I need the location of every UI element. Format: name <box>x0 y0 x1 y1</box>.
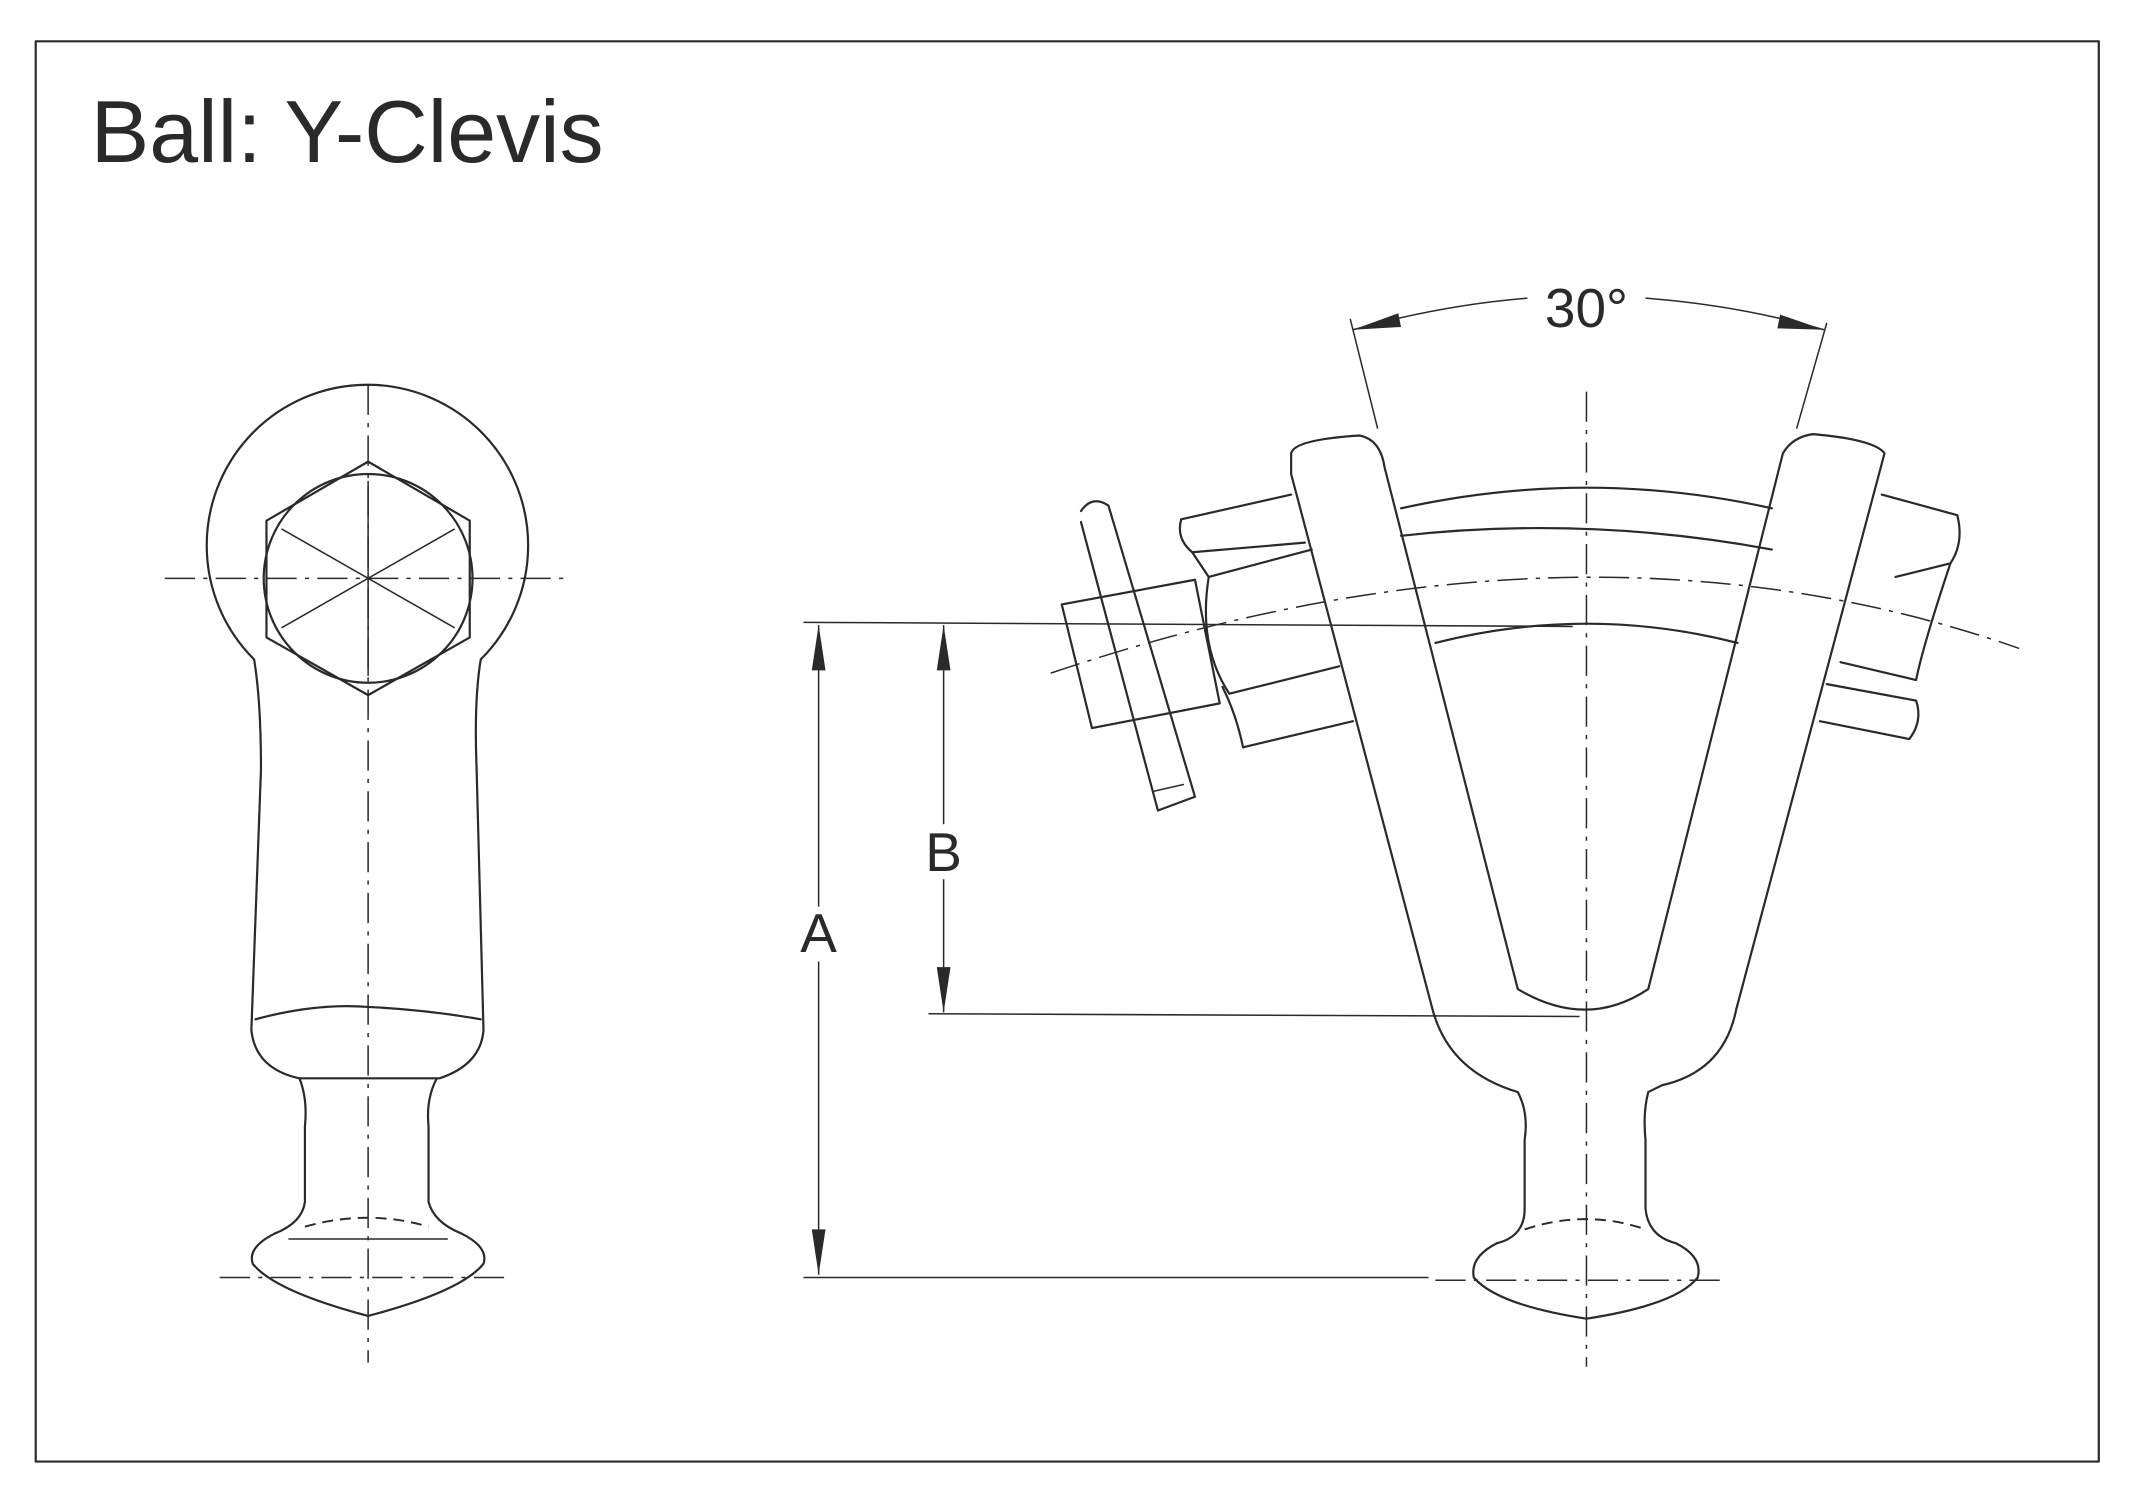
ball-hidden-line <box>1524 1218 1646 1231</box>
hex-nut <box>265 460 471 697</box>
front-view: 30° A B <box>789 277 2020 1367</box>
pin-end <box>1060 578 1221 730</box>
label-a-bg <box>789 906 851 962</box>
cotter-pin-tip <box>1153 783 1185 793</box>
nut-faces <box>1178 518 1773 749</box>
ball-neck <box>250 1077 486 1318</box>
drawing-border <box>34 40 2100 1463</box>
clevis-body <box>1290 433 1886 1320</box>
cotter-pin <box>1079 500 1197 812</box>
ball-hidden-line <box>304 1216 429 1228</box>
dimension-a-label: A <box>800 902 837 964</box>
eye-outline <box>205 383 530 1080</box>
bolt-spokes <box>281 480 456 676</box>
bolt-body <box>1180 486 1961 741</box>
head-face <box>1839 562 1952 682</box>
bolt-circle <box>262 472 474 684</box>
dimension-b-label: B <box>925 821 962 883</box>
dimension-lines <box>803 297 1828 1279</box>
drawing-title: Ball: Y-Clevis <box>91 82 604 181</box>
label-b-bg <box>914 824 976 880</box>
angle-label: 30° <box>1545 277 1628 339</box>
side-view <box>164 383 569 1363</box>
shank-chamfer <box>254 1004 482 1021</box>
pin-centerline <box>1050 576 2020 674</box>
nut <box>1191 551 1341 695</box>
